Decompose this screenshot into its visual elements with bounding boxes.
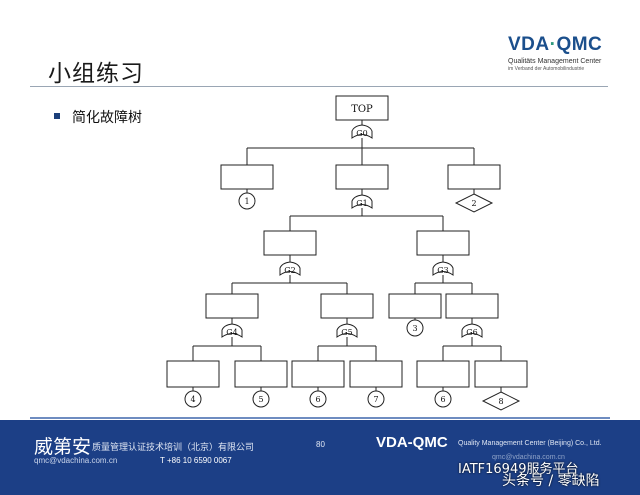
undeveloped-event-2-label: 2 [471, 199, 476, 208]
gate-g4-label: G4 [226, 328, 237, 337]
footer-phone: T +86 10 6590 0067 [160, 456, 232, 465]
event-box-l4-5 [416, 360, 470, 388]
undeveloped-event-8-label: 8 [498, 397, 503, 406]
gate-g5-or-shape [336, 323, 358, 338]
footer-company-name: 威第安 [34, 436, 92, 458]
gate-g0-or-shape [351, 124, 373, 139]
page-number: 80 [316, 440, 325, 449]
event-box-l1-mid [335, 164, 389, 190]
event-box-l4-6 [474, 360, 528, 388]
gate-g1-label: G1 [356, 199, 367, 208]
title-divider [30, 86, 608, 87]
event-box-l3-c [388, 293, 442, 319]
logo-mark-vda: VDA [508, 34, 550, 55]
event-box-l2-right [416, 230, 470, 256]
event-box-l4-3 [291, 360, 345, 388]
basic-event-5-circle [252, 390, 270, 408]
event-box-l4-4 [349, 360, 403, 388]
bullet-square-icon [54, 113, 60, 119]
gate-g3-label: G3 [437, 266, 448, 275]
event-box-l4-1 [166, 360, 220, 388]
footer-email-secondary: qmc@vdachina.com.cn [492, 454, 565, 461]
fault-tree-diagram: TOP G0 G1 G2 G3 G4 G5 G6 1 2 3 4 5 6 7 6… [166, 95, 528, 411]
logo-subtagline: im Verband der Automobilindustrie [508, 66, 585, 72]
logo-mark: VDA·QMC [508, 34, 618, 56]
footer-brand-fullname: Quality Management Center (Beijing) Co.,… [458, 440, 602, 447]
footer-company-fullname: 质量管理认证技术培训（北京）有限公司 [92, 443, 255, 453]
event-box-l3-b [320, 293, 374, 319]
logo-mark-qmc: QMC [556, 34, 603, 55]
basic-event-6-circle [309, 390, 327, 408]
basic-event-4-circle [184, 390, 202, 408]
vda-qmc-logo: VDA·QMC Qualitäts Management Center im V… [508, 34, 618, 82]
event-box-l1-left [220, 164, 274, 190]
event-box-l4-2 [234, 360, 288, 388]
logo-mark-dash: · [549, 34, 557, 55]
basic-event-7-circle [367, 390, 385, 408]
basic-event-6b-circle [434, 390, 452, 408]
watermark-account: 头条号 / 零缺陷 [502, 473, 600, 489]
watermark-platform: IATF16949服务平台 [458, 462, 579, 477]
footer-divider [30, 417, 610, 419]
gate-g0-label: G0 [356, 129, 367, 138]
footer-brand: VDA-QMC [376, 434, 448, 451]
gate-g6-or-shape [461, 323, 483, 338]
event-box-l2-left [263, 230, 317, 256]
bullet-text: 简化故障树 [72, 110, 142, 126]
gate-g2-label: G2 [284, 266, 295, 275]
gate-g1-or-shape [351, 194, 373, 209]
gate-g4-or-shape [221, 323, 243, 338]
gate-g3-or-shape [432, 261, 454, 276]
basic-event-4-label: 4 [190, 395, 195, 404]
basic-event-5-label: 5 [258, 395, 263, 404]
basic-event-7-label: 7 [373, 395, 378, 404]
gate-g5-label: G5 [341, 328, 352, 337]
undeveloped-event-8-diamond [481, 391, 521, 411]
basic-event-3-label: 3 [412, 324, 417, 333]
logo-tagline: Qualitäts Management Center [508, 58, 602, 65]
basic-event-3-circle [406, 319, 424, 337]
undeveloped-event-2-diamond [454, 193, 494, 213]
basic-event-1-label: 1 [244, 197, 249, 206]
top-event-label: TOP [351, 104, 373, 115]
basic-event-6-label: 6 [315, 395, 320, 404]
gate-g6-label: G6 [466, 328, 477, 337]
basic-event-6b-label: 6 [440, 395, 445, 404]
gate-g2-or-shape [279, 261, 301, 276]
event-box-l1-right [447, 164, 501, 190]
event-box-l3-d [445, 293, 499, 319]
basic-event-1-circle [238, 192, 256, 210]
footer-bar [0, 420, 640, 495]
slide-title: 小组练习 [48, 61, 144, 87]
footer-email: qmc@vdachina.com.cn [34, 456, 118, 465]
event-box-l3-a [205, 293, 259, 319]
